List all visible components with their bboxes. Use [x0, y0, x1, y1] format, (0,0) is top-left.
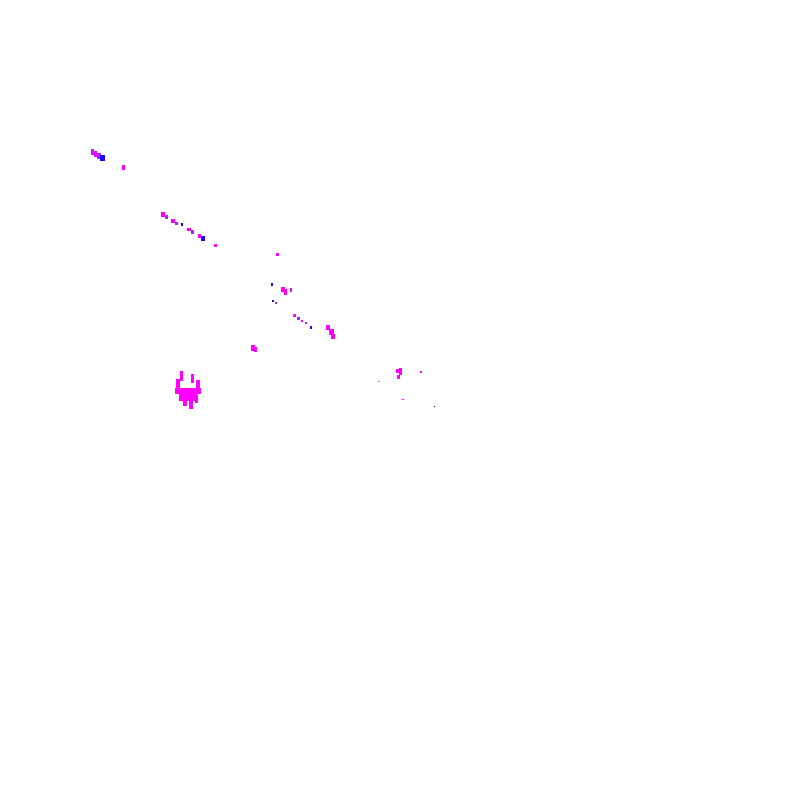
speckle: [161, 212, 165, 217]
speckle: [97, 153, 101, 159]
speckle: [181, 223, 183, 226]
speckle: [191, 374, 194, 383]
speckle: [402, 399, 404, 400]
speckle: [175, 222, 178, 225]
speckle: [176, 379, 180, 389]
speckle: [397, 375, 400, 379]
speckle: [301, 320, 303, 322]
speckle: [198, 234, 201, 238]
speckle: [91, 149, 94, 155]
speckle: [297, 317, 300, 320]
speckle: [290, 288, 292, 292]
speckle-streak-diagonal: [161, 212, 217, 247]
speckle: [187, 228, 191, 231]
speckle: [191, 230, 194, 234]
speckle: [100, 155, 105, 161]
speckle: [310, 326, 312, 329]
speckle: [276, 253, 279, 256]
speckle: [305, 322, 307, 324]
speckle-blob-left: [175, 371, 201, 409]
speckle: [196, 380, 200, 390]
speckle: [396, 369, 399, 373]
speckle: [326, 325, 330, 330]
speckle: [165, 215, 168, 219]
speckle: [122, 165, 125, 170]
speckle: [201, 236, 205, 241]
speckle: [254, 347, 257, 352]
speckle: [251, 345, 255, 351]
speckle: [171, 219, 175, 223]
speckle: [434, 406, 435, 407]
speckle: [329, 329, 334, 335]
speckle: [275, 302, 277, 304]
speckle-cluster-middle: [251, 253, 335, 352]
speckle-cluster-upper-left: [91, 149, 125, 170]
speckle: [420, 371, 422, 373]
speckle: [399, 368, 402, 375]
speckle: [175, 388, 201, 394]
speckle-cluster-right: [378, 368, 435, 407]
speckle: [378, 381, 379, 382]
speckle: [183, 399, 187, 406]
speckle: [331, 334, 335, 339]
speckle: [281, 287, 285, 292]
speckle: [272, 300, 274, 302]
speckle: [214, 244, 217, 247]
speckle: [94, 151, 97, 157]
speckle: [284, 289, 287, 295]
speckle: [195, 395, 198, 403]
speckle: [293, 314, 296, 317]
speckle: [271, 283, 273, 286]
speckle: [180, 371, 183, 381]
speckle: [179, 393, 197, 401]
speckle: [189, 399, 193, 409]
